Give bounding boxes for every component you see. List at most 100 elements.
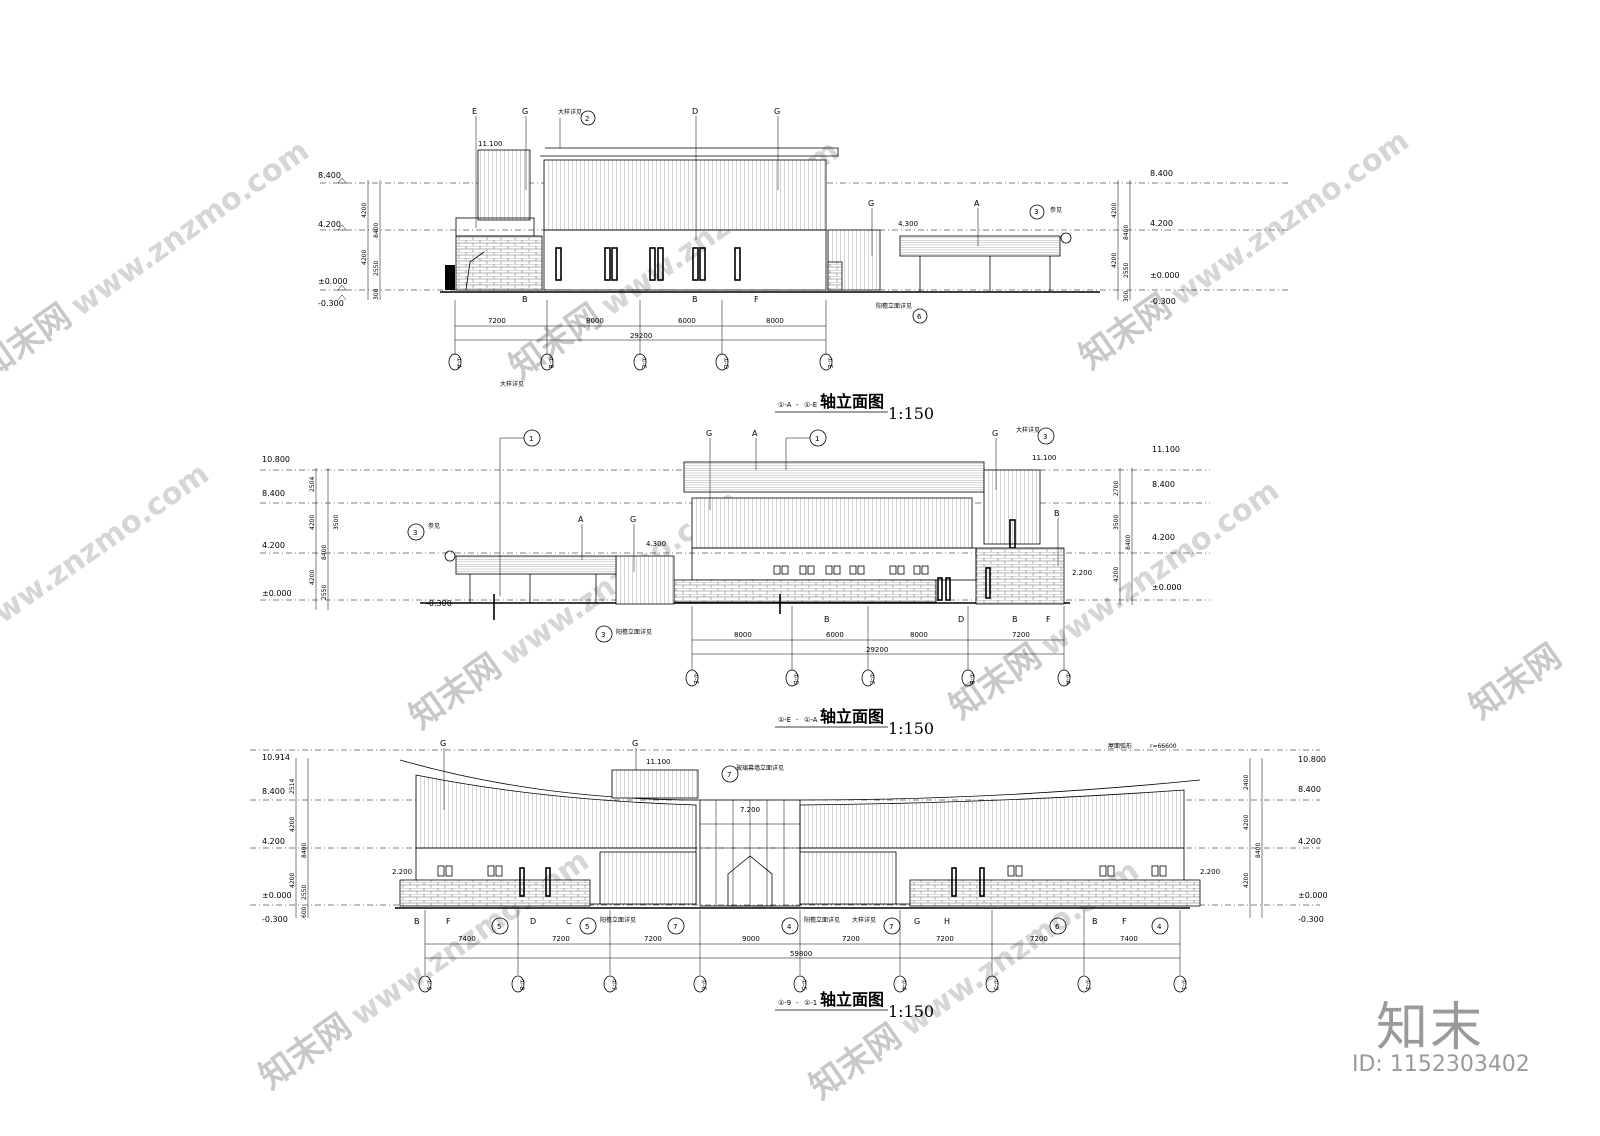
svg-text:2550: 2550: [373, 261, 380, 276]
svg-text:大样详见: 大样详见: [558, 108, 582, 116]
watermark-url: www.znzmo.com: [1165, 123, 1416, 313]
svg-text:7: 7: [889, 923, 893, 931]
svg-text:11.100: 11.100: [1032, 454, 1057, 462]
svg-text:B: B: [1012, 615, 1018, 624]
elev1-title: ①-A - ①-E 轴立面图 1:150: [775, 392, 934, 423]
watermark-layer: 知末网 www.znzmo.com 知末网 www.znzmo.com 知末网 …: [0, 123, 1569, 1107]
svg-text:玻璃幕墙立面详见: 玻璃幕墙立面详见: [736, 764, 784, 772]
svg-text:2550: 2550: [1123, 263, 1130, 278]
svg-text:6: 6: [1055, 923, 1060, 931]
svg-text:-0.300: -0.300: [426, 599, 452, 608]
windows-elev3: [437, 865, 1167, 897]
svg-text:4: 4: [1157, 923, 1162, 931]
svg-text:①-6: ①-6: [700, 979, 707, 991]
svg-text:①-C: ①-C: [868, 673, 875, 685]
level-label: 8.400: [318, 171, 341, 180]
svg-text:2514: 2514: [289, 779, 296, 794]
svg-text:6: 6: [917, 313, 922, 321]
svg-text:8.400: 8.400: [262, 787, 285, 796]
svg-text:4.200: 4.200: [1298, 837, 1321, 846]
svg-text:大样详见: 大样详见: [852, 916, 876, 924]
svg-text:B: B: [1054, 509, 1060, 518]
svg-text:10.800: 10.800: [1298, 755, 1326, 764]
svg-text:参见: 参见: [428, 522, 440, 530]
svg-text:7.200: 7.200: [740, 806, 760, 814]
material-tags-elev2: G A A G G B B D B F 11.100 4.300 2.200: [578, 429, 1092, 624]
svg-text:1: 1: [529, 435, 533, 443]
svg-text:8400: 8400: [1123, 225, 1130, 240]
svg-text:B: B: [692, 295, 698, 304]
svg-text:①-2: ①-2: [1084, 979, 1091, 991]
svg-text:7: 7: [673, 923, 677, 931]
material-tags-elev3: G G B F D C G H B F 2.200 2.200 屋面弧形 r=6…: [392, 739, 1220, 926]
axis-bubbles-elev2: ①-E ①-D ①-C ①-B ①-A: [685, 606, 1071, 687]
level-label: -0.300: [318, 299, 344, 308]
tower-cladding: [477, 149, 531, 221]
elev3-title: ①-9 - ①-1 轴立面图 1:150: [775, 990, 934, 1021]
svg-text:4200: 4200: [1243, 873, 1250, 888]
svg-text:4200: 4200: [1243, 815, 1250, 830]
svg-text:A: A: [974, 199, 980, 208]
svg-text:-: -: [796, 401, 799, 409]
elevation-title: 轴立面图: [820, 392, 884, 411]
svg-text:3: 3: [413, 529, 417, 537]
svg-text:2: 2: [585, 115, 589, 123]
svg-text:4200: 4200: [289, 873, 296, 888]
svg-text:7200: 7200: [842, 935, 860, 943]
svg-text:2700: 2700: [1113, 481, 1120, 496]
canopy-roof: [899, 235, 1061, 257]
svg-text:8400: 8400: [321, 545, 328, 560]
svg-text:大样详见: 大样详见: [500, 380, 524, 388]
scale-label: 1:150: [888, 404, 934, 423]
svg-text:10.914: 10.914: [262, 753, 290, 762]
svg-text:±0.000: ±0.000: [1152, 583, 1182, 592]
svg-text:4.300: 4.300: [646, 540, 666, 548]
svg-text:H: H: [944, 917, 950, 926]
svg-text:4200: 4200: [361, 250, 368, 265]
entrance-portico: [727, 855, 773, 907]
svg-text:D: D: [692, 107, 698, 116]
stone-base: [673, 579, 937, 603]
dim-chain-elev1: 7200 8000 6000 8000 29200: [455, 317, 826, 341]
left-level-marks: 8.400 4.200 ±0.000 -0.300: [318, 171, 348, 308]
svg-text:4200: 4200: [1113, 567, 1120, 582]
svg-text:4200: 4200: [309, 515, 316, 530]
svg-text:8.400: 8.400: [262, 489, 285, 498]
svg-text:6000: 6000: [678, 317, 696, 325]
svg-text:D: D: [958, 615, 964, 624]
elevation-3: 10.914 8.400 4.200 ±0.000 -0.300 2514 42…: [250, 739, 1328, 1021]
svg-text:①-A: ①-A: [455, 357, 462, 369]
watermark-cn: 知末网: [802, 1016, 908, 1107]
windows-elev1: [555, 247, 741, 281]
svg-text:F: F: [754, 295, 759, 304]
svg-text:7: 7: [727, 771, 731, 779]
svg-text:①-B: ①-B: [547, 357, 554, 368]
svg-text:8400: 8400: [1125, 535, 1132, 550]
svg-text:A: A: [752, 429, 758, 438]
svg-text:±0.000: ±0.000: [1298, 891, 1328, 900]
elevation-1: 8.400 4.200 ±0.000 -0.300 4200 8400 4200…: [318, 107, 1290, 423]
svg-text:F: F: [1122, 917, 1127, 926]
svg-text:G: G: [522, 107, 528, 116]
svg-text:G: G: [868, 199, 874, 208]
svg-text:①-E: ①-E: [778, 716, 791, 724]
svg-text:-0.300: -0.300: [1150, 297, 1176, 306]
svg-text:3: 3: [1043, 433, 1047, 441]
svg-text:4.300: 4.300: [898, 220, 918, 228]
watermark-cn: 知末网: [252, 1006, 358, 1097]
axis-bubbles-elev3: ①-9 ①-8 ①-7 ①-6 ①-5 ①-4 ①-3 ①-2 ①-1: [418, 910, 1187, 993]
svg-text:①-3: ①-3: [992, 979, 999, 991]
svg-text:11.100: 11.100: [1152, 445, 1180, 454]
svg-text:C: C: [566, 917, 572, 926]
svg-text:7200: 7200: [552, 935, 570, 943]
right-level-marks: 8.400 4.200 ±0.000 -0.300: [1150, 169, 1180, 306]
svg-text:G: G: [440, 739, 446, 748]
svg-text:r=66600: r=66600: [1150, 743, 1177, 750]
svg-text:①-9: ①-9: [778, 999, 791, 1007]
svg-text:-: -: [796, 716, 799, 724]
svg-text:±0.000: ±0.000: [262, 891, 292, 900]
svg-text:8400: 8400: [1255, 843, 1262, 858]
asset-id-label: ID: 1152303402: [1352, 1052, 1530, 1077]
callouts-elev3: 7 5 5 阳檐立面详见 7 4 阳檐立面详见 大样详见 7 6 4: [491, 765, 1169, 935]
